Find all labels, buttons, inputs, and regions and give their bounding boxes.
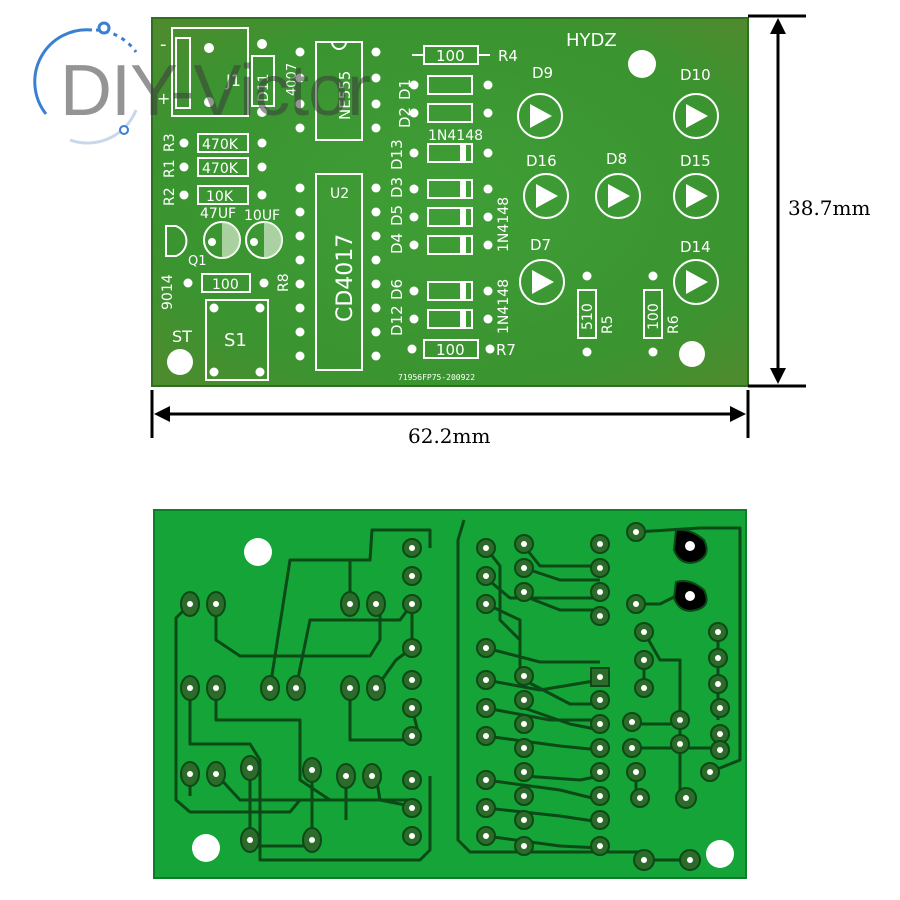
label-brand: HYDZ — [566, 30, 617, 51]
dimension-lines — [150, 14, 806, 438]
label-s1: S1 — [224, 330, 247, 351]
label-r6-value: 100 — [646, 303, 662, 330]
j1-outline — [171, 27, 249, 117]
label-st: ST — [172, 327, 192, 346]
label-d13: D13 — [388, 139, 406, 170]
width-dimension-label: 62.2mm — [408, 424, 491, 448]
label-d16: D16 — [526, 152, 557, 170]
cd4017-outline — [315, 173, 363, 371]
label-1n4148-b: 1N4148 — [496, 197, 512, 252]
mounting-hole — [244, 538, 272, 566]
label-d15: D15 — [680, 152, 711, 170]
label-plus: + — [157, 89, 170, 108]
mounting-hole — [679, 341, 705, 367]
label-c10uf: 10UF — [244, 208, 280, 224]
label-r4-value: 100 — [436, 47, 465, 65]
label-r4: R4 — [498, 47, 518, 65]
label-r6: R6 — [666, 315, 682, 334]
height-dimension-label: 38.7mm — [788, 196, 871, 220]
bottom-pcb — [153, 509, 747, 879]
label-d3: D3 — [388, 177, 406, 198]
label-d2: D2 — [396, 107, 414, 128]
label-r1-value: 470K — [202, 161, 239, 177]
label-d1: D1 — [396, 79, 414, 100]
label-d5: D5 — [388, 205, 406, 226]
label-r3: R3 — [162, 133, 178, 152]
label-r2-value: 10K — [206, 189, 234, 205]
label-serial: 71956FP75-200922 — [398, 373, 475, 382]
label-d8: D8 — [606, 150, 627, 168]
label-9014: 9014 — [160, 274, 176, 310]
label-d4: D4 — [388, 233, 406, 254]
label-j1: J1 — [225, 71, 241, 90]
pad-holes — [187, 529, 723, 863]
label-minus: - — [160, 34, 167, 55]
label-d12: D12 — [388, 305, 406, 336]
label-q1: Q1 — [188, 254, 207, 269]
label-cd4017: CD4017 — [333, 234, 358, 322]
label-1n4148-c: 1N4148 — [496, 279, 512, 334]
top-pcb: J1 - + D11 4007 NE555 100 R4 — [151, 17, 749, 387]
watermark-logo-icon — [33, 21, 138, 145]
label-r8: R8 — [276, 273, 292, 292]
label-r5-value: 510 — [580, 303, 596, 330]
label-ne555: NE555 — [336, 71, 354, 120]
ne555-outline — [315, 41, 363, 141]
bottom-board — [153, 509, 747, 879]
label-r1: R1 — [162, 159, 178, 178]
s1-outline — [205, 299, 269, 381]
label-c47uf: 47UF — [200, 206, 236, 222]
label-d6: D6 — [388, 279, 406, 300]
label-r7: R7 — [496, 341, 516, 359]
label-r8-value: 100 — [212, 277, 239, 293]
label-d7: D7 — [530, 236, 551, 254]
label-d17: 4007 — [285, 63, 300, 96]
label-u2: U2 — [330, 186, 349, 202]
mounting-hole — [628, 50, 656, 78]
mounting-hole — [192, 834, 220, 862]
label-r5: R5 — [600, 315, 616, 334]
label-d10: D10 — [680, 66, 711, 84]
watermark-text: DIY-Victor — [60, 51, 371, 131]
mounting-hole — [706, 840, 734, 868]
label-r7-value: 100 — [436, 341, 465, 359]
label-d14: D14 — [680, 238, 711, 256]
label-d11: D11 — [256, 73, 272, 102]
label-r3-value: 470K — [202, 137, 239, 153]
label-d9: D9 — [532, 64, 553, 82]
label-1n4148-a: 1N4148 — [428, 128, 483, 144]
label-r2: R2 — [162, 187, 178, 206]
mounting-hole — [167, 349, 193, 375]
